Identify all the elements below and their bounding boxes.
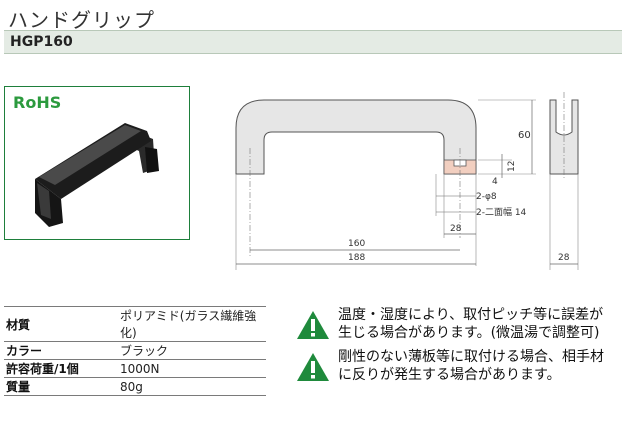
- spec-label: カラー: [4, 341, 118, 360]
- product-photo: RoHS: [4, 86, 190, 240]
- dim-60-label: 60: [518, 130, 531, 141]
- model-code: HGP160: [10, 34, 73, 50]
- spec-value: ブラック: [118, 341, 266, 360]
- page-title: ハンドグリップ: [8, 8, 155, 32]
- spec-row: 材質 ポリアミド(ガラス繊維強化): [4, 306, 266, 342]
- handle-photo-illustration: [35, 123, 159, 227]
- dim-28-side-label: 28: [558, 253, 570, 263]
- warning-2-line-1: 剛性のない薄板等に取付ける場合、相手材: [338, 349, 604, 365]
- model-code-bar: HGP160: [4, 30, 622, 54]
- spec-row: 許容荷重/1個 1000N: [4, 359, 266, 378]
- warning-1-line-1: 温度・湿度により、取付ピッチ等に誤差が: [338, 307, 604, 323]
- spec-row: カラー ブラック: [4, 341, 266, 360]
- dim-4-label: 4: [492, 177, 498, 187]
- spec-label: 許容荷重/1個: [4, 359, 118, 378]
- warning-1-line-2: 生じる場合があります。(微温湯で調整可): [338, 325, 600, 341]
- spec-label: 質量: [4, 377, 118, 396]
- dim-12-label: 12: [507, 161, 517, 172]
- spec-value: ポリアミド(ガラス繊維強化): [118, 306, 266, 342]
- dim-28-label: 28: [450, 224, 462, 234]
- dim-160-label: 160: [348, 239, 365, 249]
- warning-icon: [297, 353, 329, 381]
- spec-table: 材質 ポリアミド(ガラス繊維強化) カラー ブラック 許容荷重/1個 1000N…: [4, 306, 266, 396]
- dimension-drawing: 60 12 4 2-φ8 2-二面幅 14 28 160 188 28: [235, 92, 579, 270]
- rohs-badge: RoHS: [13, 93, 62, 112]
- dim-188-label: 188: [348, 253, 365, 263]
- flat-width-label: 2-二面幅 14: [476, 206, 527, 218]
- handle-outline: [235, 99, 477, 175]
- spec-label: 材質: [4, 306, 118, 342]
- spec-value: 1000N: [118, 359, 266, 378]
- spec-value: 80g: [118, 377, 266, 396]
- hole-spec-label: 2-φ8: [476, 192, 497, 202]
- spec-row: 質量 80g: [4, 377, 266, 396]
- warning-2-line-2: に反りが発生する場合があります。: [338, 367, 561, 383]
- warning-icon: [297, 311, 329, 339]
